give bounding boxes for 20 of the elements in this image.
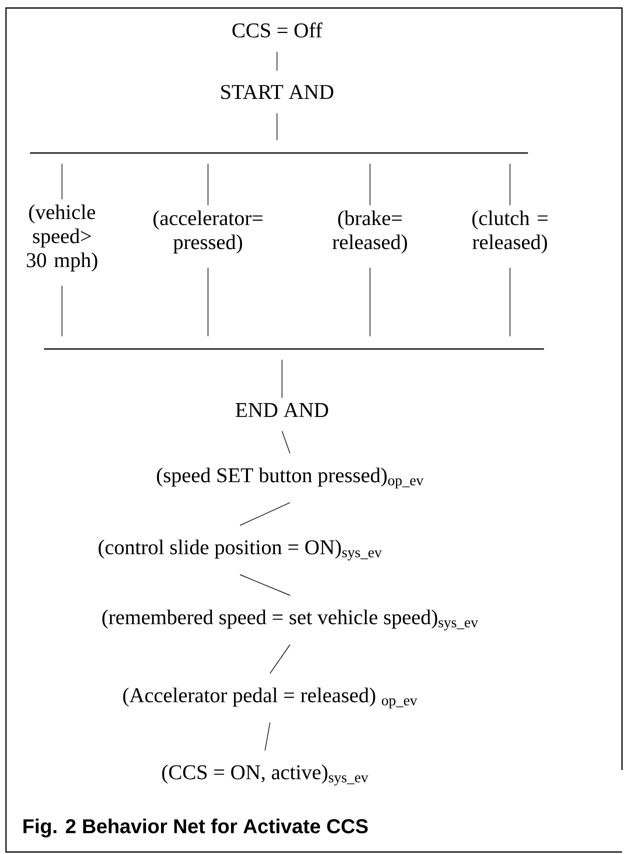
connector-line bbox=[240, 574, 290, 596]
connector-line bbox=[264, 722, 270, 751]
connector-line bbox=[282, 430, 290, 454]
connector-line bbox=[276, 51, 278, 72]
connector-line bbox=[270, 644, 290, 674]
state-label: END AND bbox=[236, 403, 328, 417]
state-label: (clutch = released) bbox=[472, 210, 548, 254]
connector-line bbox=[240, 502, 290, 526]
state-label: (accelerator= pressed) bbox=[153, 210, 262, 254]
state-label: CCS = Off bbox=[232, 22, 322, 38]
connector-line bbox=[276, 112, 278, 141]
state-label: (brake= released) bbox=[332, 210, 407, 254]
state-label: (remembered speed = set vehicle speed)$_{sys_ev}$ bbox=[102, 610, 478, 630]
state-label: (speed SET button pressed)$_{op_ev}$ bbox=[156, 468, 424, 488]
state-label: (control slide position = ON)$_{sys_ev}$ bbox=[98, 540, 382, 560]
state-label: (Accelerator pedal = released) $_{op_ev}$ bbox=[123, 688, 418, 708]
state-label: START AND bbox=[221, 84, 334, 100]
figure-caption: Fig. 2 Behavior Net for Activate CCS bbox=[24, 818, 368, 838]
state-label: (CCS = ON, active)$_{sys_ev}$ bbox=[162, 764, 368, 786]
state-label: (vehicle speed> 30 mph) bbox=[26, 204, 98, 272]
